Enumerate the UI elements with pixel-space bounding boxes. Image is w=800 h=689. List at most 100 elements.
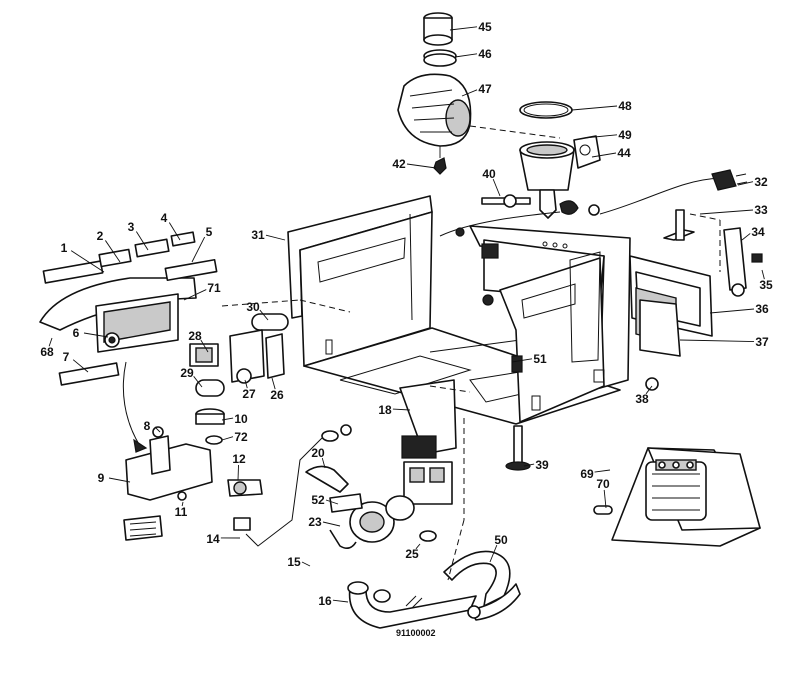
callout-label-5: 5: [206, 225, 213, 239]
callout-label-40: 40: [482, 167, 496, 181]
callout-label-26: 26: [270, 388, 284, 402]
callout-leader-38: [645, 385, 653, 395]
callout-leader-3: [135, 231, 149, 251]
callout-label-39: 39: [535, 458, 549, 472]
callout-leader-25: [415, 543, 421, 550]
callout-leader-2: [105, 240, 121, 263]
callout-leader-11: [181, 501, 184, 507]
callout-leader-29: [193, 376, 203, 388]
callout-leader-69: [594, 469, 611, 473]
callout-leader-40: [492, 178, 501, 197]
callout-leader-49: [583, 134, 618, 139]
pump-motor-assembly: [397, 12, 561, 175]
transformer: [593, 447, 761, 547]
callout-label-7: 7: [63, 350, 70, 364]
callout-label-34: 34: [751, 225, 765, 239]
callout-label-8: 8: [144, 419, 151, 433]
callout-label-47: 47: [478, 82, 492, 96]
callout-leader-37: [679, 339, 755, 343]
callout-label-50: 50: [494, 533, 508, 547]
callout-label-46: 46: [478, 47, 492, 61]
callout-leader-28: [200, 339, 209, 353]
callout-leader-48: [571, 105, 618, 111]
callout-leader-27: [244, 379, 248, 389]
callout-leader-18: [392, 408, 411, 411]
capacitor-relay-group: [189, 299, 351, 397]
callout-label-38: 38: [635, 392, 649, 406]
right-brackets: [629, 209, 763, 391]
callout-label-14: 14: [206, 532, 220, 546]
callout-label-37: 37: [755, 335, 769, 349]
callout-label-20: 20: [311, 446, 325, 460]
callout-leader-16: [332, 599, 349, 603]
callout-leader-1: [70, 250, 105, 273]
heater-pump-group: [305, 379, 471, 581]
callout-leader-34: [741, 233, 751, 241]
callout-label-10: 10: [234, 412, 248, 426]
callout-label-45: 45: [478, 20, 492, 34]
callout-label-9: 9: [98, 471, 105, 485]
callout-label-16: 16: [318, 594, 332, 608]
callout-label-68: 68: [40, 345, 54, 359]
callout-leader-42: [406, 163, 437, 169]
callout-label-71: 71: [207, 281, 221, 295]
callout-label-28: 28: [188, 329, 202, 343]
callout-label-1: 1: [61, 241, 68, 255]
callout-leader-26: [271, 377, 276, 390]
callout-leader-68: [48, 337, 53, 347]
callout-leader-72: [221, 436, 234, 441]
callout-label-51: 51: [533, 352, 547, 366]
callout-label-4: 4: [161, 211, 168, 225]
callout-leader-7: [72, 359, 89, 373]
callout-label-31: 31: [251, 228, 265, 242]
callout-label-32: 32: [754, 175, 768, 189]
callout-leader-31: [265, 234, 286, 241]
callout-leader-52: [325, 499, 339, 505]
callout-label-25: 25: [405, 547, 419, 561]
callout-leader-71: [183, 289, 207, 301]
callout-label-36: 36: [755, 302, 769, 316]
callout-label-42: 42: [392, 157, 406, 171]
callout-leader-33: [699, 209, 754, 215]
callout-leader-9: [108, 477, 131, 483]
callout-leader-23: [322, 521, 341, 527]
callout-label-15: 15: [287, 555, 301, 569]
callout-leader-46: [454, 53, 478, 58]
callout-label-27: 27: [242, 387, 256, 401]
callout-leader-5: [191, 236, 206, 263]
part-callouts: 1234567891011121415161820232526272829303…: [40, 20, 773, 608]
callout-label-52: 52: [311, 493, 325, 507]
callout-label-18: 18: [378, 403, 392, 417]
callout-leader-44: [591, 152, 617, 158]
callout-label-33: 33: [754, 203, 768, 217]
callout-leader-35: [761, 269, 765, 280]
callout-label-11: 11: [175, 505, 188, 519]
inlet-hose-and-cord: [439, 169, 748, 237]
callout-leader-39: [523, 463, 535, 467]
callout-leader-30: [259, 309, 269, 321]
callout-leader-4: [168, 222, 181, 241]
callout-label-69: 69: [580, 467, 594, 481]
document-number: 91100002: [396, 628, 436, 638]
callout-leader-50: [489, 544, 498, 563]
callout-leader-47: [461, 89, 478, 97]
callout-label-29: 29: [180, 366, 194, 380]
callout-label-3: 3: [128, 220, 135, 234]
callout-label-35: 35: [759, 278, 773, 292]
callout-label-30: 30: [246, 300, 260, 314]
callout-label-6: 6: [73, 326, 80, 340]
valve-bracket-group: [123, 408, 263, 541]
callout-leader-51: [511, 358, 533, 363]
callout-leader-32: [737, 181, 754, 186]
callout-label-12: 12: [232, 452, 246, 466]
callout-leader-10: [221, 417, 234, 421]
water-tank: [519, 101, 601, 219]
callout-label-2: 2: [97, 229, 104, 243]
callout-label-72: 72: [234, 430, 248, 444]
callout-label-70: 70: [596, 477, 610, 491]
callout-leader-36: [709, 308, 755, 314]
drain-hoses: [245, 424, 521, 629]
callout-leader-15: [301, 561, 311, 567]
callout-leader-6: [83, 332, 109, 338]
